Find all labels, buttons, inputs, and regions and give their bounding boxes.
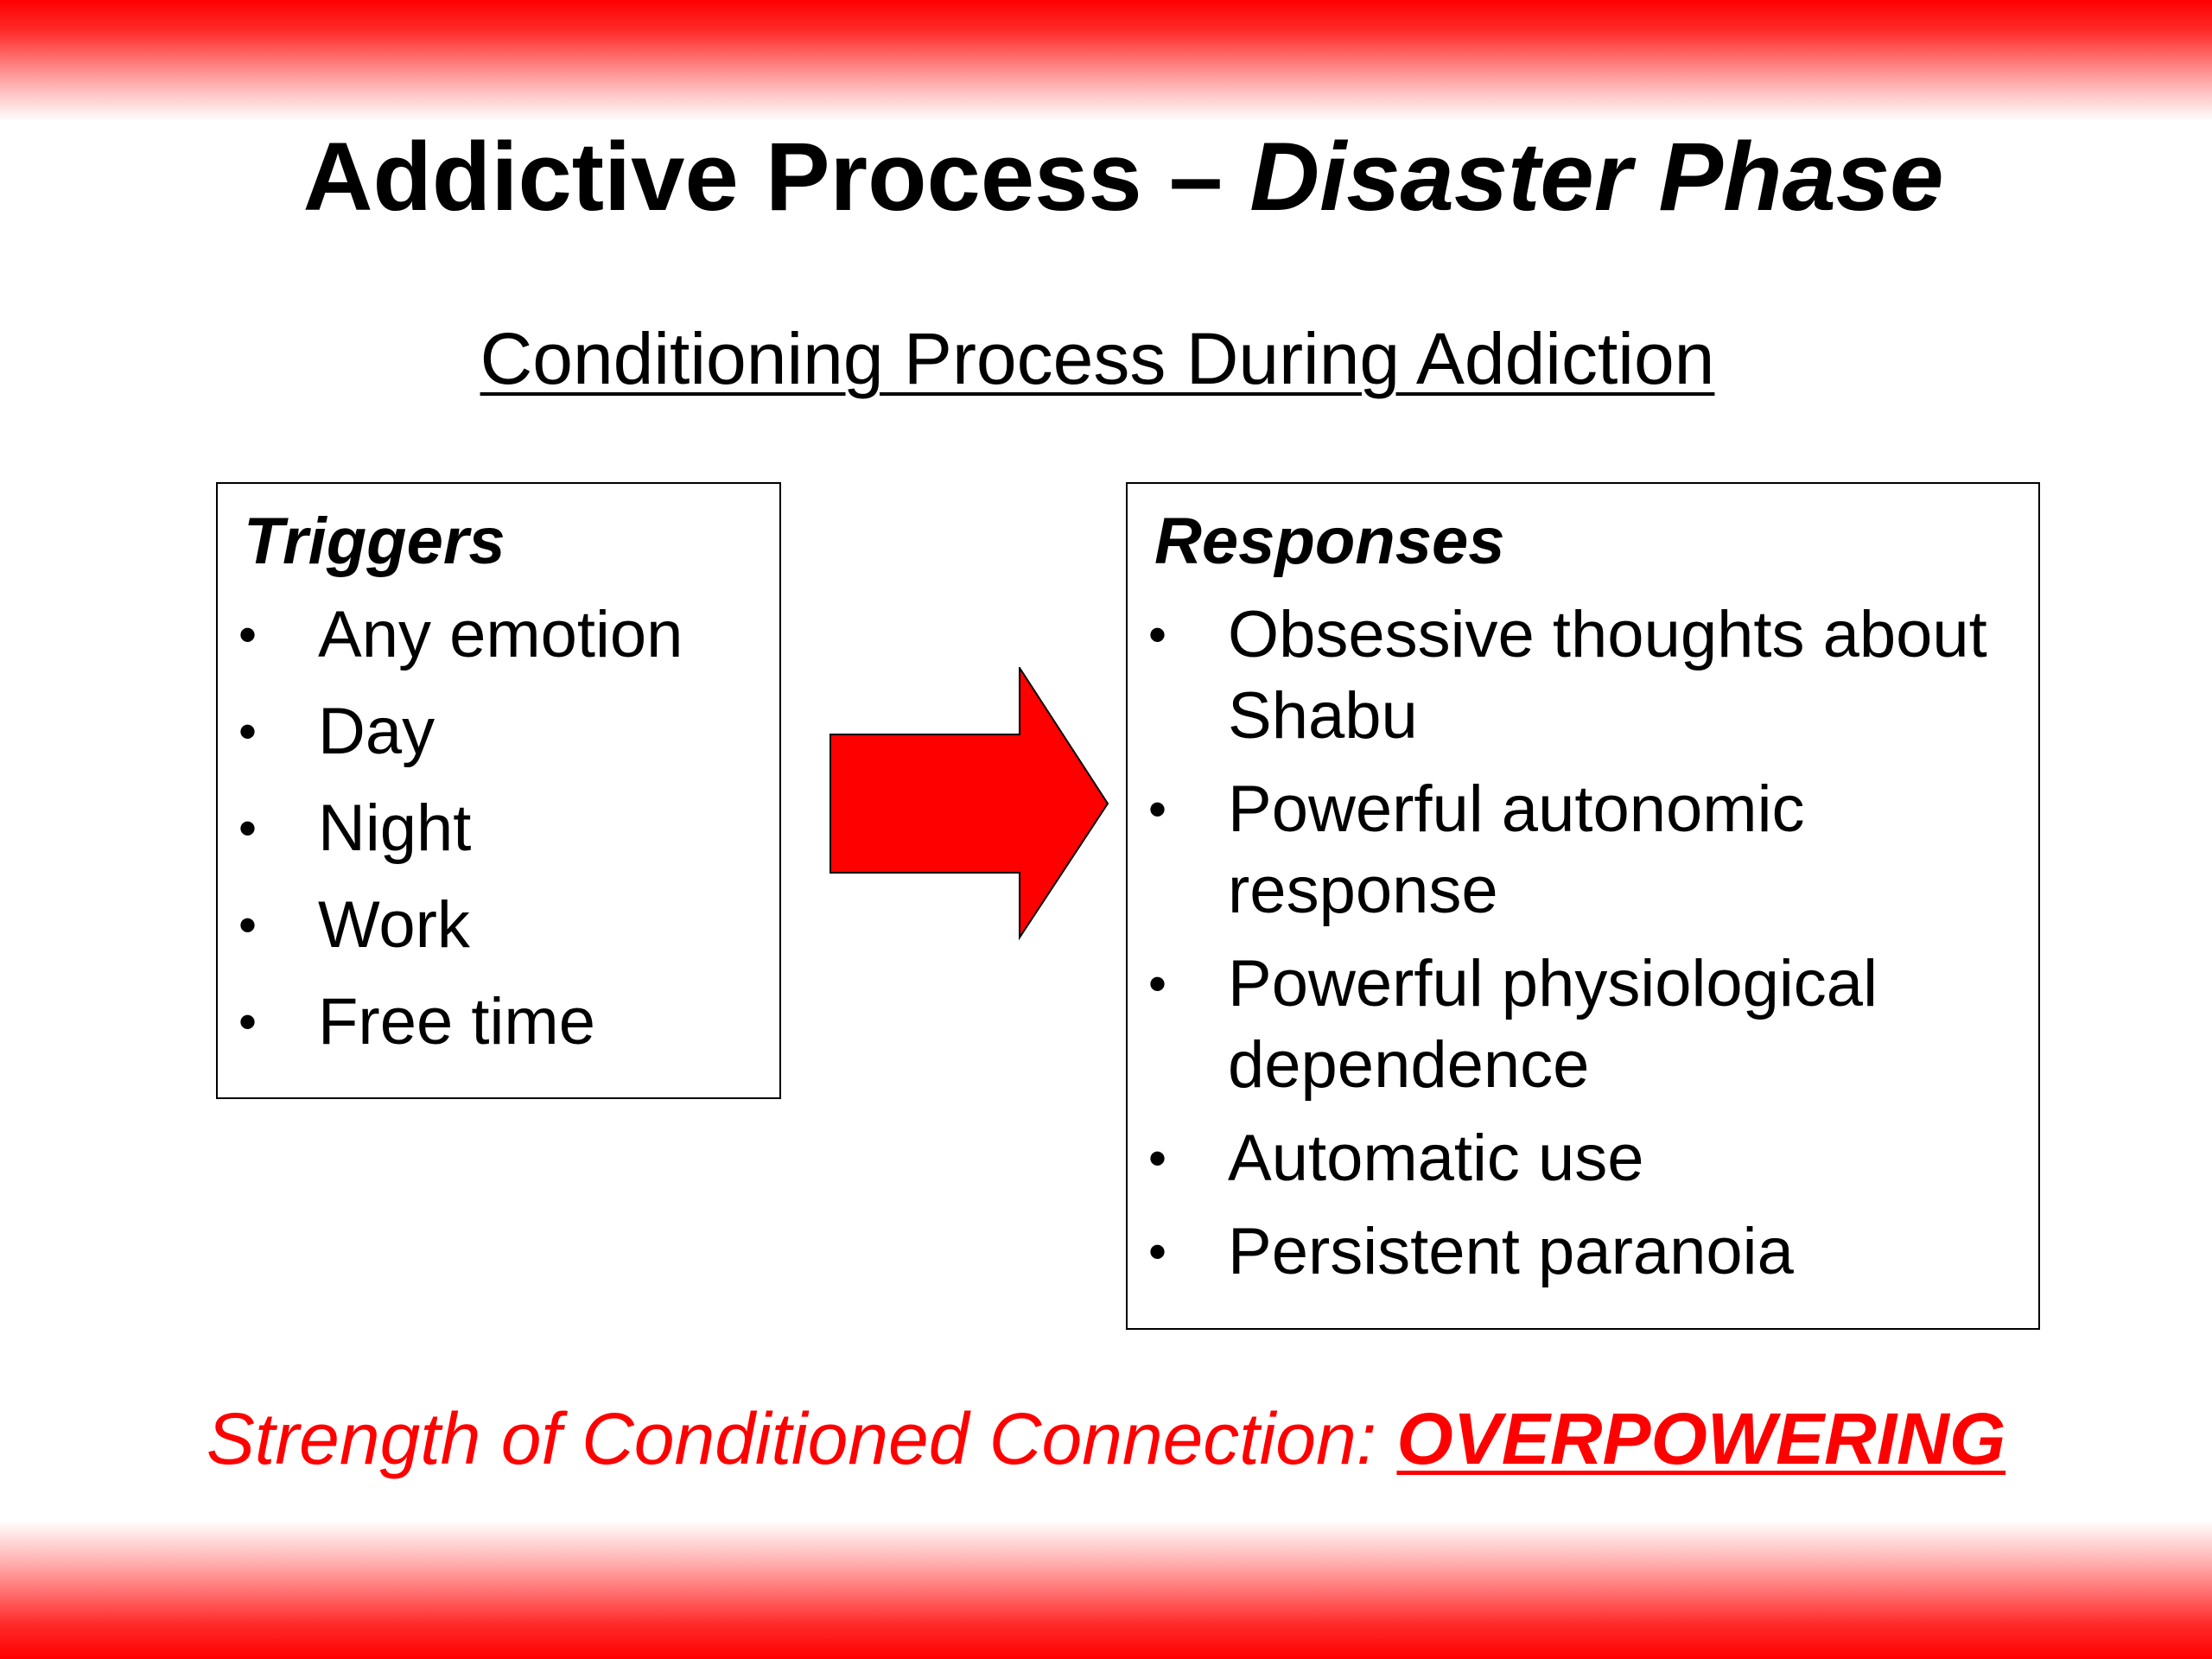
bullet-icon: • — [1148, 955, 1167, 1013]
bottom-red-band — [0, 1521, 2212, 1659]
strength-value: OVERPOWERING — [1396, 1398, 2006, 1479]
slide-title: Addictive Process – Disaster Phase — [0, 121, 2212, 233]
triggers-heading: Triggers — [244, 505, 505, 578]
top-red-band — [0, 0, 2212, 121]
responses-item-text: Powerful autonomic response — [1228, 772, 1805, 927]
triggers-list-item: • Night — [238, 788, 774, 869]
responses-list-item: • Persistent paranoia — [1148, 1211, 2030, 1293]
responses-list: • Obsessive thoughts about Shabu • Powerfu… — [1148, 594, 2030, 1305]
triggers-box: Triggers • Any emotion • Day • Night • Work … — [216, 482, 781, 1099]
triggers-item-text: Work — [318, 888, 470, 962]
triggers-list-item: • Work — [238, 885, 774, 966]
responses-box: Responses • Obsessive thoughts about Shab… — [1126, 482, 2040, 1330]
bullet-icon: • — [1148, 606, 1167, 664]
strength-statement: Strength of Conditioned Connection: OVER… — [0, 1391, 2212, 1486]
bullet-icon: • — [1148, 1223, 1167, 1281]
responses-item-text: Persistent paranoia — [1228, 1215, 1794, 1288]
bullet-icon: • — [238, 799, 257, 857]
triggers-item-text: Night — [318, 791, 472, 865]
responses-list-item: • Obsessive thoughts about Shabu — [1148, 594, 2030, 757]
responses-item-text: Obsessive thoughts about Shabu — [1228, 598, 1987, 753]
responses-list-item: • Powerful physiological dependence — [1148, 944, 2030, 1106]
right-arrow-shape — [830, 667, 1109, 940]
triggers-list-item: • Any emotion — [238, 594, 774, 676]
triggers-item-text: Day — [318, 695, 435, 768]
triggers-list: • Any emotion • Day • Night • Work • Free tim… — [238, 594, 774, 1078]
triggers-list-item: • Free time — [238, 982, 774, 1063]
bullet-icon: • — [238, 702, 257, 760]
slide-title-main: Addictive Process – — [302, 123, 1250, 231]
bullet-icon: • — [1148, 1129, 1167, 1187]
triggers-item-text: Free time — [318, 985, 595, 1058]
responses-heading: Responses — [1154, 505, 1505, 578]
slide-subtitle: Conditioning Process During Addiction — [480, 318, 1715, 399]
right-arrow-icon — [830, 667, 1109, 940]
bullet-icon: • — [238, 896, 257, 954]
triggers-list-item: • Day — [238, 691, 774, 772]
responses-list-item: • Automatic use — [1148, 1118, 2030, 1199]
responses-item-text: Powerful physiological dependence — [1228, 947, 1878, 1102]
bullet-icon: • — [238, 993, 257, 1051]
bullet-icon: • — [1148, 780, 1167, 838]
slide-title-italic: Disaster Phase — [1249, 123, 1944, 231]
triggers-item-text: Any emotion — [318, 598, 683, 671]
bullet-icon: • — [238, 606, 257, 664]
responses-item-text: Automatic use — [1228, 1122, 1644, 1195]
strength-label: Strength of Conditioned Connection: — [206, 1398, 1397, 1479]
responses-list-item: • Powerful autonomic response — [1148, 769, 2030, 931]
